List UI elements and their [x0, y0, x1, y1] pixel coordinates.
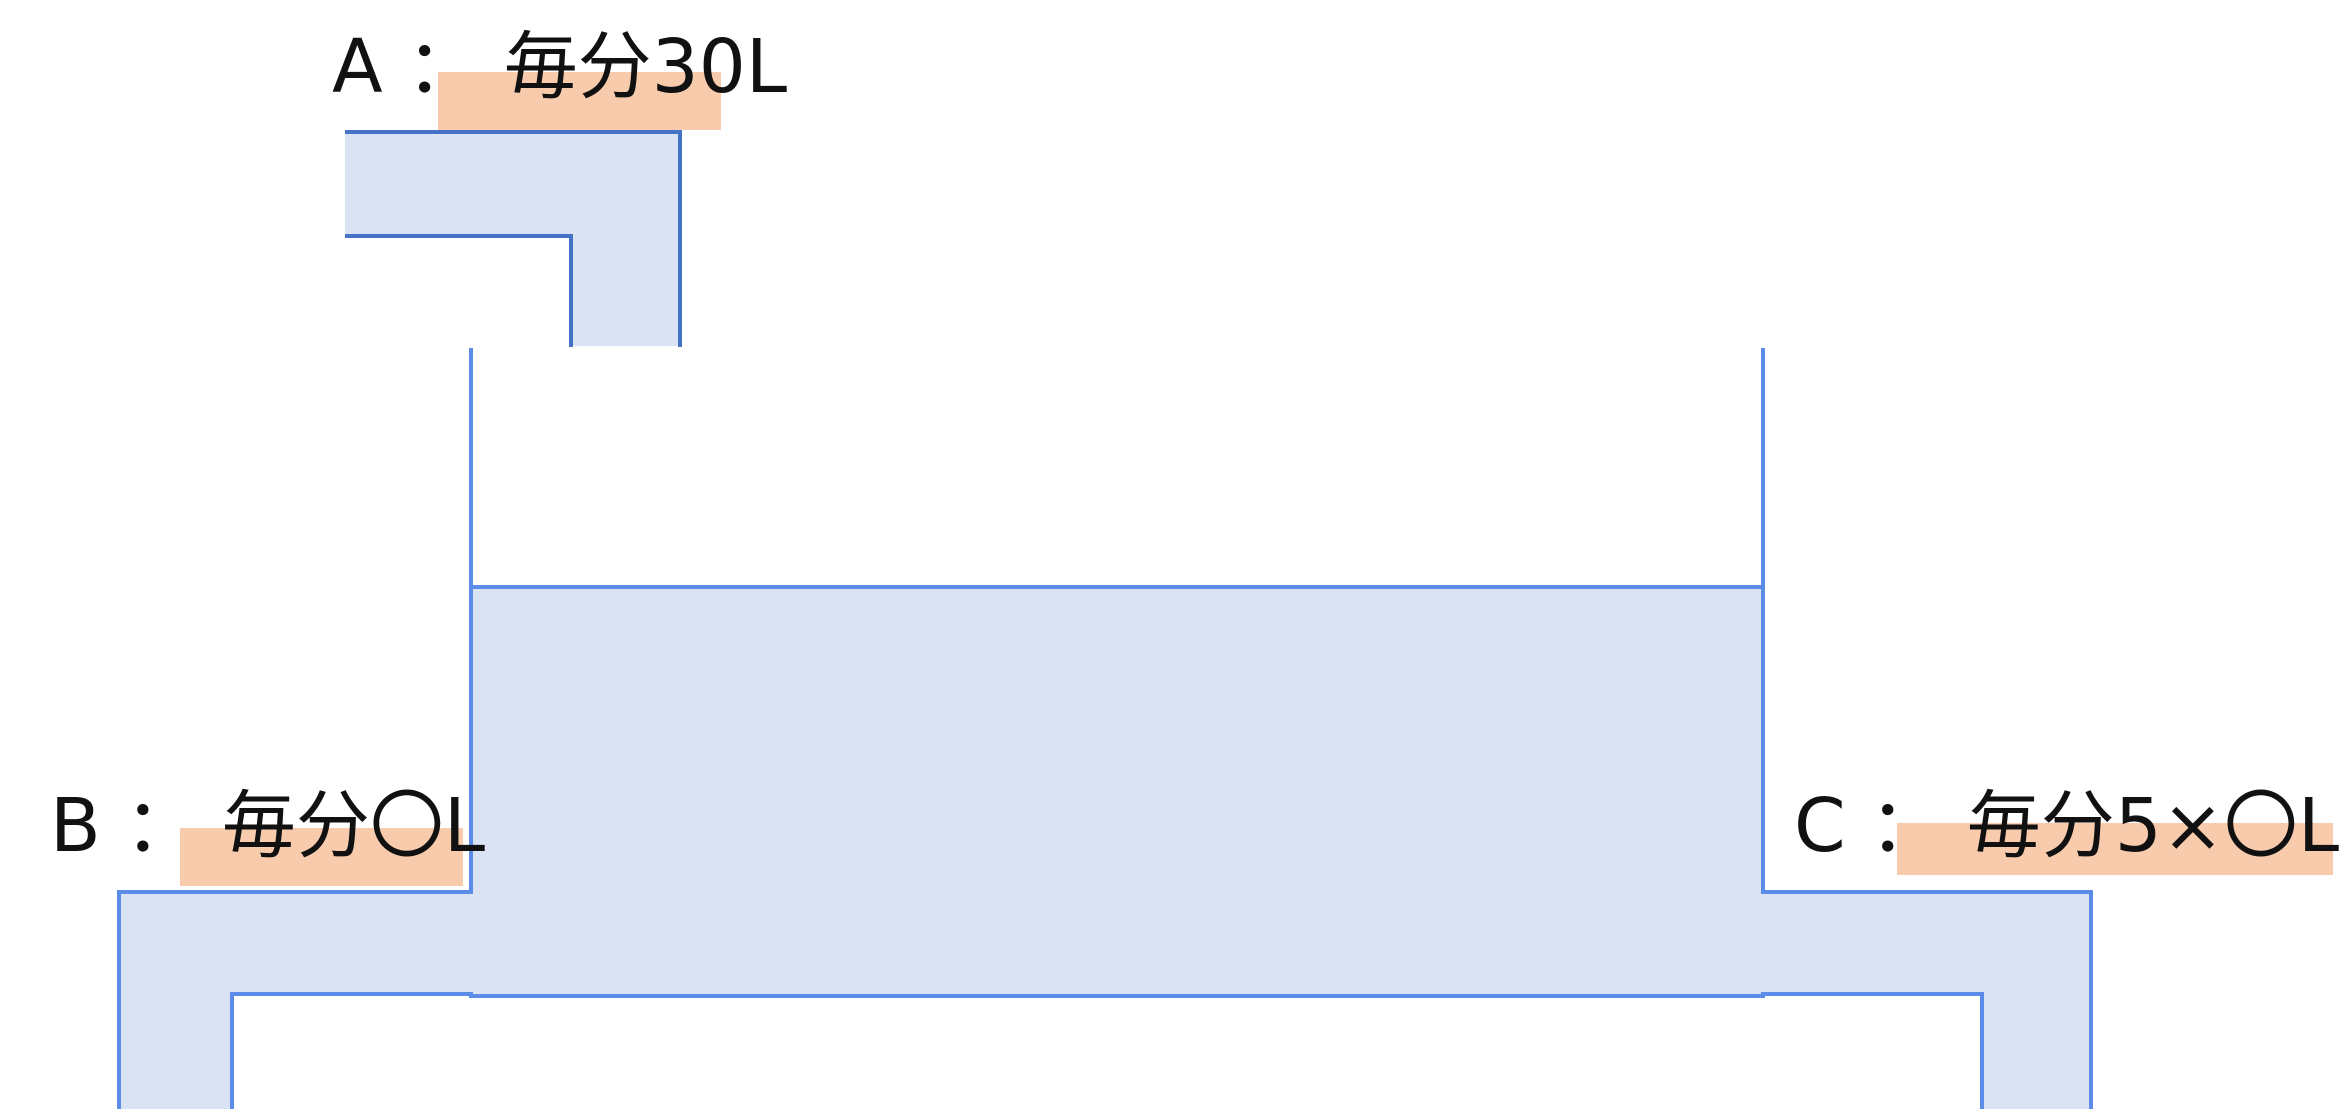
label-b-highlight [180, 828, 463, 886]
pipe-c-inner-wall [1761, 992, 1984, 1109]
label-c: C ： 毎分5×〇L [1794, 783, 2339, 869]
label-b: B ： 毎分〇L [50, 783, 485, 869]
label-a: A ： 毎分30L [332, 24, 787, 110]
pipe-b-inner-wall [230, 992, 473, 1109]
label-c-letter: C [1794, 783, 1846, 869]
label-a-letter: A [332, 24, 383, 110]
label-c-highlight [1897, 823, 2333, 875]
pipe-c-outer-wall [1761, 890, 2093, 1109]
pipe-c-vertical-fill [1983, 893, 2092, 1109]
pipe-a-outer-wall [345, 130, 682, 347]
label-a-highlight [438, 72, 721, 130]
tank-water [472, 587, 1762, 997]
pipe-b-outer-wall [117, 890, 473, 1109]
pipe-a-vertical-fill [572, 132, 681, 346]
label-a-separator: ： [406, 24, 480, 110]
pipe-a-inner-wall [345, 234, 573, 347]
label-c-separator: ： [1869, 783, 1943, 869]
label-b-rate: 毎分〇L [222, 783, 485, 869]
label-b-separator: ： [124, 783, 198, 869]
pipe-b-vertical-fill [119, 893, 232, 1109]
label-b-letter: B [50, 783, 101, 869]
pipe-b [117, 890, 473, 1109]
pipe-a [345, 130, 682, 347]
tank [469, 348, 1765, 998]
pipe-c [1761, 890, 2093, 1109]
label-a-rate: 毎分30L [504, 24, 787, 110]
label-c-rate: 毎分5×〇L [1967, 783, 2339, 869]
